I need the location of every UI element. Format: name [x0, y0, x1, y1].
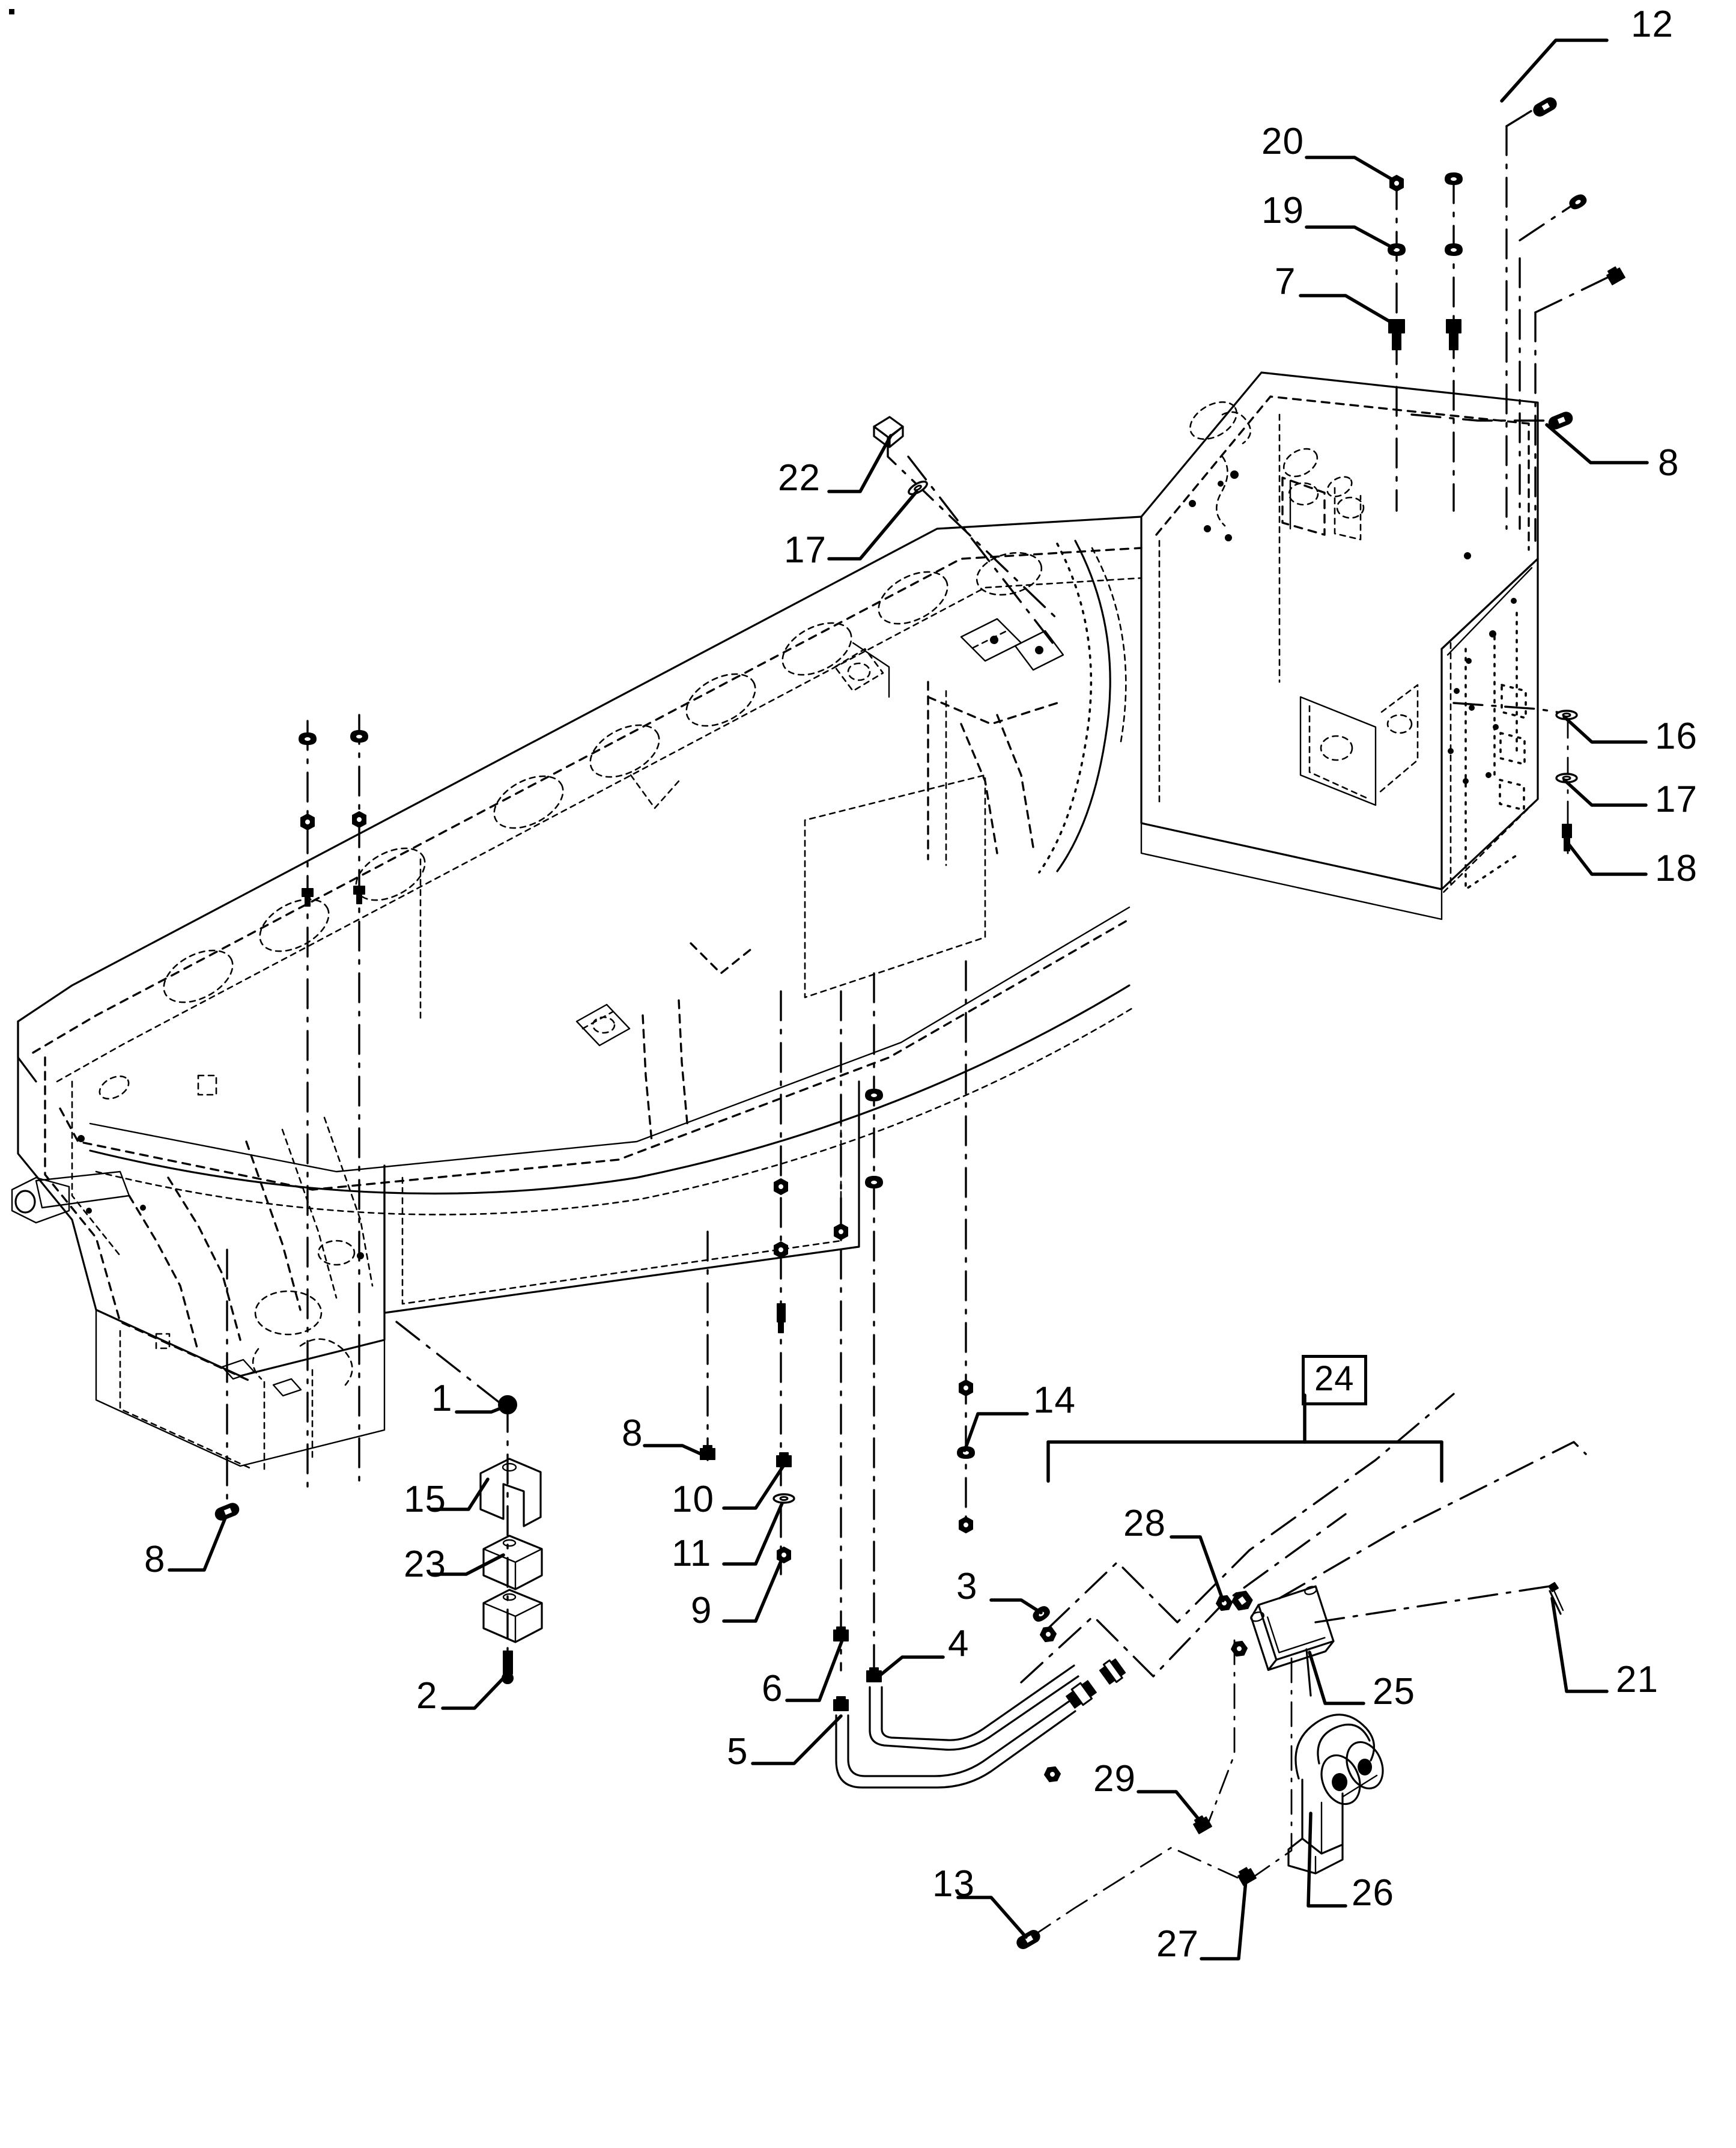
callout-label-25[interactable]: 25	[1373, 1671, 1415, 1712]
callout-label-15[interactable]: 15	[404, 1479, 446, 1520]
callout-label-8-right[interactable]: 8	[1658, 442, 1680, 484]
callout-label-1[interactable]: 1	[431, 1378, 453, 1419]
callout-label-18[interactable]: 18	[1655, 848, 1698, 889]
callout-label-27[interactable]: 27	[1156, 1923, 1199, 1965]
callout-label-17-right[interactable]: 17	[1655, 779, 1698, 820]
callout-label-3[interactable]: 3	[956, 1566, 978, 1607]
registration-mark	[9, 9, 14, 14]
callout-label-24-boxed[interactable]: 24	[1302, 1355, 1367, 1405]
callout-label-12[interactable]: 12	[1631, 4, 1674, 45]
callout-label-8-mid[interactable]: 8	[622, 1413, 643, 1454]
callout-label-5[interactable]: 5	[727, 1731, 748, 1772]
callout-label-20[interactable]: 20	[1261, 121, 1304, 162]
callout-label-19[interactable]: 19	[1261, 190, 1304, 231]
callout-label-9[interactable]: 9	[691, 1590, 712, 1631]
group-bracket-24	[1046, 1393, 1443, 1483]
callout-label-17-top[interactable]: 17	[784, 529, 827, 571]
callout-label-23[interactable]: 23	[404, 1544, 446, 1585]
callout-label-21[interactable]: 21	[1616, 1659, 1659, 1700]
callout-label-4[interactable]: 4	[948, 1623, 970, 1664]
callout-label-29[interactable]: 29	[1093, 1758, 1136, 1800]
callout-label-16[interactable]: 16	[1655, 716, 1698, 757]
callout-label-2[interactable]: 2	[416, 1675, 438, 1717]
callout-label-14[interactable]: 14	[1033, 1380, 1076, 1421]
callout-label-13[interactable]: 13	[932, 1863, 975, 1905]
callout-label-6[interactable]: 6	[762, 1668, 783, 1709]
callout-label-28[interactable]: 28	[1123, 1503, 1166, 1544]
callout-label-22[interactable]: 22	[778, 457, 821, 499]
leader-lines	[168, 38, 1649, 1961]
callout-label-26[interactable]: 26	[1352, 1872, 1394, 1914]
callout-label-8-left[interactable]: 8	[144, 1539, 166, 1580]
callout-label-10[interactable]: 10	[672, 1479, 714, 1520]
callout-label-11[interactable]: 11	[672, 1533, 712, 1574]
callout-label-7[interactable]: 7	[1275, 261, 1296, 302]
